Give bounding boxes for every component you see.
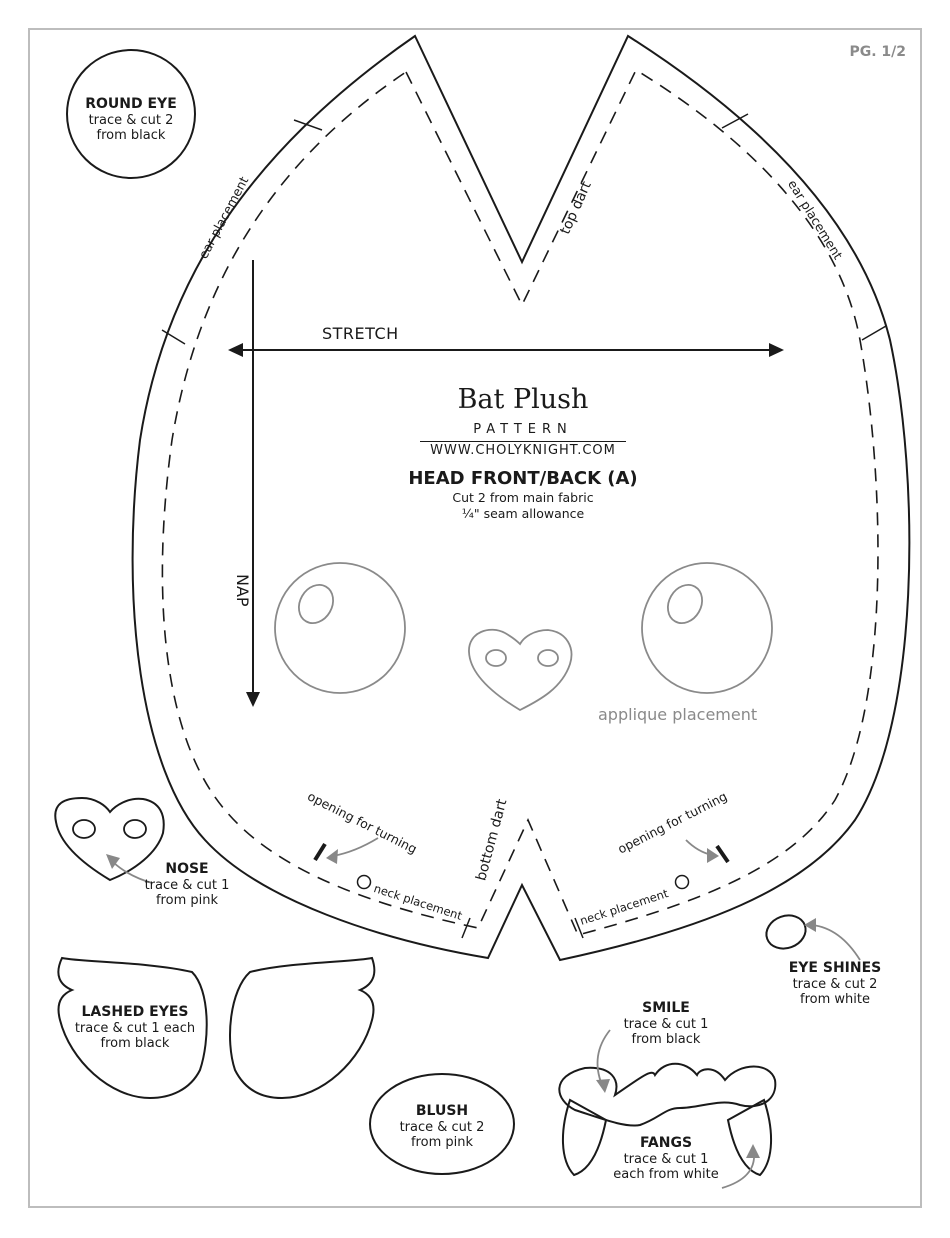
stretch-label: STRETCH xyxy=(322,324,399,343)
smile-label: SMILE trace & cut 1 from black xyxy=(623,1000,709,1048)
head-seam-line xyxy=(161,68,879,936)
ear-tick-right-top xyxy=(721,113,749,129)
smile-piece xyxy=(558,1062,777,1127)
page-frame xyxy=(28,28,922,1208)
lashed-eye-left xyxy=(57,956,208,1100)
neck-tick-left xyxy=(461,917,471,939)
lashed-eye-right xyxy=(229,956,376,1100)
head-outline xyxy=(131,34,911,962)
ear-tick-left-top xyxy=(293,119,323,131)
nose-label: NOSE trace & cut 1 from pink xyxy=(144,861,230,909)
lashed-eyes-label: LASHED EYES trace & cut 1 each from blac… xyxy=(74,1004,196,1052)
opening-arrow-left xyxy=(332,837,379,857)
fang-right xyxy=(726,1098,772,1177)
fang-left xyxy=(562,1098,608,1177)
applique-nose xyxy=(468,628,573,712)
neck-tick-right xyxy=(574,917,584,939)
neck-dot-right xyxy=(674,874,690,890)
nap-label: NAP xyxy=(233,574,252,607)
blush-piece xyxy=(369,1073,515,1175)
opening-mark-right xyxy=(715,844,730,864)
fangs-label: FANGS trace & cut 1 each from white xyxy=(613,1135,719,1183)
brand-url: WWW.CHOLYKNIGHT.COM xyxy=(420,441,626,458)
opening-mark-left xyxy=(313,842,327,862)
brand-title: Bat Plush xyxy=(457,384,589,415)
applique-label: applique placement xyxy=(598,705,758,724)
ear-tick-right-bottom xyxy=(861,325,887,341)
brand-subtitle: PATTERN xyxy=(473,422,573,437)
head-piece-seam: ¼" seam allowance xyxy=(461,506,585,521)
blush-label: BLUSH trace & cut 2 from pink xyxy=(399,1103,485,1151)
nose-piece xyxy=(54,796,165,882)
round-eye-piece xyxy=(66,49,196,179)
ear-tick-left-bottom xyxy=(161,329,186,345)
neck-dot-left xyxy=(356,874,372,890)
applique-shine-right xyxy=(667,584,703,624)
page-number: PG. 1/2 xyxy=(849,44,906,60)
eye-shines-label: EYE SHINES trace & cut 2 from white xyxy=(788,960,882,1008)
head-piece-title: HEAD FRONT/BACK (A) xyxy=(408,468,638,489)
applique-eye-left xyxy=(274,562,406,694)
eye-shine-piece xyxy=(765,914,807,950)
head-piece-cut: Cut 2 from main fabric xyxy=(452,490,594,505)
applique-eye-right xyxy=(641,562,773,694)
applique-shine-left xyxy=(298,584,334,624)
round-eye-label: ROUND EYE trace & cut 2 from black xyxy=(85,96,177,144)
